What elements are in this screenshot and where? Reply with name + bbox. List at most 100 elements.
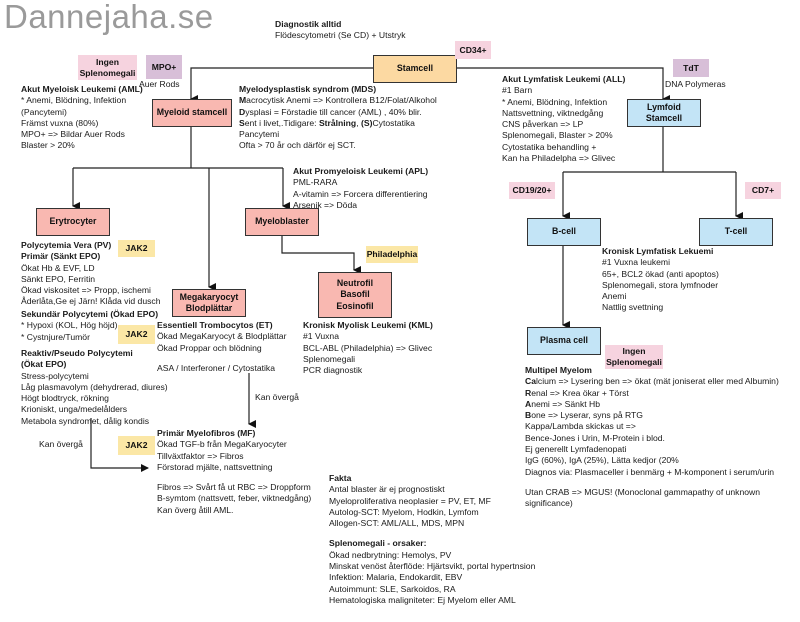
note-line: 65+, BCL2 ökad (anti apoptos) <box>602 268 719 279</box>
node-label: Plasma cell <box>540 335 588 346</box>
node-label: Erytrocyter <box>49 216 97 227</box>
diagnostik-note: Diagnostik alltid Flödescytometri (Se CD… <box>275 19 406 42</box>
note-line: Utan CRAB => MGUS! (Monoclonal gammapath… <box>525 486 761 497</box>
note-line: Ökad Proppar och blödning <box>157 342 262 353</box>
note-line: Anemi <box>602 291 627 302</box>
note-line: Kan överg åtill AML. <box>157 504 234 515</box>
node-label-line: Eosinofil <box>336 300 374 311</box>
note-title: Polycytemia Vera (PV) <box>21 240 112 250</box>
note-title: Akut Promyeloisk Leukemi (APL) <box>293 166 429 176</box>
node-plasma-cell[interactable]: Plasma cell <box>527 327 601 355</box>
note-line: Diagnos via: Plasmaceller i benmärg + M-… <box>525 466 775 477</box>
edge-stamcell-lymfoid <box>457 67 670 103</box>
note-line: B-symtom (nattsvett, feber, viktnedgång) <box>157 493 312 504</box>
note-line: Åderlåta,Ge ej Järn! Klåda vid dusch <box>21 296 161 307</box>
note-aml: Akut Myeloisk Leukemi (AML) * Anemi, Blö… <box>21 84 143 152</box>
node-myeloid-stamcell[interactable]: Myeloid stamcell <box>152 99 232 127</box>
note-essentiell-trombocytos: Essentiell Trombocytos (ET) Ökad MegaKar… <box>157 320 286 374</box>
diagnostik-line: Flödescytometri (Se CD) + Utstryk <box>275 30 406 41</box>
note-line: Ökad TGF-b från MegaKaryocyter <box>157 439 287 450</box>
note-line: Bence-Jones i Urin, M-Protein i blod. <box>525 432 665 443</box>
note-line: Kan ha Philadelpha => Glivec <box>502 153 616 164</box>
node-lymfoid-stamcell[interactable]: Lymfoid Stamcell <box>627 99 701 127</box>
note-title: (Ökat EPO) <box>21 359 67 370</box>
note-line: BCL-ABL (Philadelphia) => Glivec <box>303 342 433 353</box>
node-stamcell[interactable]: Stamcell <box>373 55 457 83</box>
edge-pv-mf <box>90 418 149 472</box>
note-line: Splenomegali, Blaster > 20% <box>502 130 613 141</box>
caption-kan-overga-pv: Kan övergå <box>39 439 83 449</box>
note-primar-myelofibros: Primär Myelofibros (MF) Ökad TGF-b från … <box>157 428 311 516</box>
note-line: Ej generellt Lymfadenopati <box>525 444 627 455</box>
note-line: Calcium => Lysering ben => ökat (mät jon… <box>525 376 779 387</box>
note-line: #1 Barn <box>502 85 533 96</box>
note-line: Ökat Hb & EVF, LD <box>21 262 95 273</box>
tag-line: Splenomegali <box>79 67 136 78</box>
note-line: Hematologiska maligniteter: Ej Myelom el… <box>329 594 516 605</box>
tag-jak2-pv: JAK2 <box>118 240 155 257</box>
tag-mpo: MPO+ <box>146 55 182 79</box>
tag-line: Ingen <box>622 346 646 356</box>
node-t-cell[interactable]: T-cell <box>699 218 773 246</box>
note-line: Främst vuxna (80%) <box>21 117 99 128</box>
note-line: Antal blaster är ej prognostiskt <box>329 484 445 495</box>
node-label: Lymfoid Stamcell <box>645 101 683 124</box>
note-apl: Akut Promyeloisk Leukemi (APL) PML-RARA … <box>293 166 428 211</box>
node-label: Myeloblaster <box>255 216 309 227</box>
note-line: * Cystnjure/Tumör <box>21 331 90 342</box>
note-line: significance) <box>525 498 573 509</box>
note-line: Fibros => Svårt få ut RBC => Droppform <box>157 482 311 493</box>
caption-kan-overga-et: Kan övergå <box>255 392 299 402</box>
note-line: Ökad MegaKaryocyt & Blodplättar <box>157 331 287 342</box>
note-line: Anemi => Sänkt Hb <box>525 398 601 409</box>
note-line: A-vitamin => Forcera differentiering <box>293 188 428 199</box>
node-myeloblaster[interactable]: Myeloblaster <box>245 208 319 236</box>
note-line: Autoimmunt: SLE, Sarkoidos, RA <box>329 583 456 594</box>
note-line: Blaster > 20% <box>21 140 75 151</box>
tag-cd7: CD7+ <box>745 182 781 199</box>
note-line: Splenomegali <box>303 353 356 364</box>
note-title: Sekundär Polycytemi (Ökad EPO) <box>21 309 159 319</box>
note-sekundar-polycytemi: Sekundär Polycytemi (Ökad EPO) * Hypoxi … <box>21 309 158 343</box>
note-kml: Kronisk Myolisk Leukemi (KML) #1 Vuxna B… <box>303 320 433 376</box>
note-line: MPO+ => Bildar Auer Rods <box>21 129 125 140</box>
caption-auer-rods: Auer Rods <box>139 79 180 89</box>
caption-dna-polymeras: DNA Polymeras <box>665 79 726 89</box>
tag-philadelphia: Philadelphia <box>366 246 418 263</box>
note-polycytemia-vera: Polycytemia Vera (PV) Primär (Sänkt EPO)… <box>21 240 161 308</box>
note-line: Krioniskt, unga/medelålders <box>21 404 128 415</box>
note-line: Myeloproliferativa neoplasier = PV, ET, … <box>329 495 491 506</box>
note-title: Primär Myelofibros (MF) <box>157 428 256 438</box>
note-all: Akut Lymfatisk Leukemi (ALL) #1 Barn * A… <box>502 74 625 164</box>
note-line: (Pancytemi) <box>21 106 67 117</box>
tag-tdt: TdT <box>673 59 709 77</box>
note-line: Dysplasi = Förstadie till cancer (AML) ,… <box>239 106 422 117</box>
note-line: Allogen-SCT: AML/ALL, MDS, MPN <box>329 518 465 529</box>
note-line: * Anemi, Blödning, Infektion <box>21 95 127 106</box>
note-line: Sänkt EPO, Ferritin <box>21 273 96 284</box>
tag-cd34: CD34+ <box>455 41 491 59</box>
node-label-line: Neutrofil <box>336 277 374 288</box>
node-b-cell[interactable]: B-cell <box>527 218 601 246</box>
note-title: Essentiell Trombocytos (ET) <box>157 320 273 330</box>
note-line: * Anemi, Blödning, Infektion <box>502 96 608 107</box>
note-fakta: Fakta Antal blaster är ej prognostiskt M… <box>329 473 535 606</box>
note-line: Renal => Krea ökar + Törst <box>525 387 629 398</box>
note-reaktiv-polycytemi: Reaktiv/Pseudo Polycytemi (Ökat EPO) Str… <box>21 348 168 427</box>
note-title: Myelodysplastisk syndrom (MDS) <box>239 84 377 94</box>
note-line: CNS påverkan => LP <box>502 119 584 130</box>
note-line: Sent i livet,.Tidigare: Strålning, (S)Cy… <box>239 117 415 128</box>
node-erytrocyter[interactable]: Erytrocyter <box>36 208 110 236</box>
note-line: Arsenik => Döda <box>293 199 358 210</box>
note-line: * Hypoxi (KOL, Hög höjd) <box>21 320 118 331</box>
note-title: Multipel Myelom <box>525 365 592 375</box>
watermark: Dannejaha.se <box>4 0 214 35</box>
note-line: Ofta > 70 år och därför ej SCT. <box>239 140 356 151</box>
node-label: Stamcell <box>396 63 434 74</box>
note-line: Bone => Lyserar, syns på RTG <box>525 410 643 421</box>
note-line: IgG (60%), IgA (25%), Lätta kedjor (20% <box>525 455 679 466</box>
diagnostik-title: Diagnostik alltid <box>275 19 342 29</box>
note-title: Akut Myeloisk Leukemi (AML) <box>21 84 143 94</box>
